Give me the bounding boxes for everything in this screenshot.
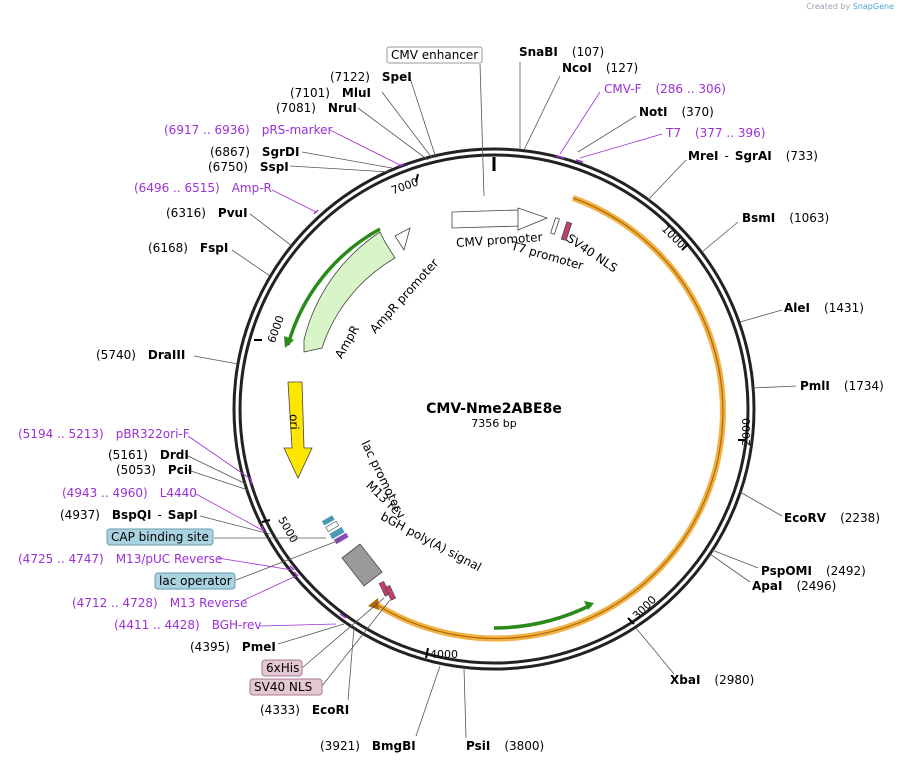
feature-box-cap-binding-site[interactable]: CAP binding site — [106, 528, 214, 546]
tick-label-5000: 5000 — [275, 514, 300, 545]
plasmid-name: CMV-Nme2ABE8e — [426, 401, 562, 417]
scale-ticks — [254, 173, 746, 659]
cmv-promoter-body — [451, 209, 521, 229]
svg-text:lac operator: lac operator — [159, 574, 232, 588]
ampr-feature-arc — [286, 227, 381, 346]
site-xbai[interactable]: XbaI(2980) — [670, 673, 754, 687]
primer-amp-r[interactable]: (6496 .. 6515)Amp-R — [134, 181, 272, 195]
backbone-inner-ring — [238, 153, 750, 665]
cap-binding-marker — [321, 515, 335, 526]
feature-box-sv40-nls[interactable]: SV40 NLS — [249, 678, 323, 696]
primer-pbr322ori-f[interactable]: (5194 .. 5213)pBR322ori-F — [18, 427, 190, 441]
site-bmgbi[interactable]: (3921)BmgBI — [320, 739, 416, 753]
site-pvui[interactable]: (6316)PvuI — [166, 206, 248, 220]
label-bgh-polya: bGH poly(A) signal — [378, 509, 483, 574]
feature-box-6xhis[interactable]: 6xHis — [261, 659, 303, 677]
t7-promoter-marker — [550, 217, 560, 235]
ampr-promoter-arrow — [394, 227, 411, 251]
label-cmv-promoter: CMV promoter — [456, 230, 543, 250]
site-bspqi-sapi[interactable]: (4937)BspQI-SapI — [60, 508, 198, 522]
site-apai[interactable]: ApaI(2496) — [752, 579, 836, 593]
ampr-inner-body — [303, 231, 396, 353]
m13-rev-marker — [329, 526, 345, 540]
sv40-nls-marker — [560, 221, 573, 241]
tick-label-2000: 2000 — [740, 418, 753, 446]
feature-box-cmv-enhancer[interactable]: CMV enhancer — [386, 46, 483, 64]
bgh-polya-body — [341, 543, 383, 587]
site-nrui[interactable]: (7081)NruI — [276, 101, 357, 115]
cmv-promoter-arrowhead — [517, 207, 549, 231]
tick-label-7000: 7000 — [389, 175, 420, 197]
green-subfeature-arc — [493, 603, 592, 630]
site-pmli[interactable]: PmlI(1734) — [800, 379, 884, 393]
svg-text:CAP binding site: CAP binding site — [111, 530, 209, 544]
primer-bgh-rev[interactable]: (4411 .. 4428)BGH-rev — [114, 618, 262, 632]
svg-text:6xHis: 6xHis — [266, 661, 299, 675]
site-drdi[interactable]: (5161)DrdI — [108, 448, 189, 462]
site-pcii[interactable]: (5053)PciI — [116, 463, 192, 477]
site-psii[interactable]: PsiI(3800) — [466, 739, 544, 753]
lac-promoter-marker — [325, 520, 340, 533]
tick-label-4000: 4000 — [430, 648, 458, 661]
svg-text:CMV enhancer: CMV enhancer — [391, 48, 478, 62]
tick-label-3000: 3000 — [630, 593, 659, 622]
site-alei[interactable]: AleI(1431) — [784, 301, 864, 315]
site-bsmi[interactable]: BsmI(1063) — [742, 211, 829, 225]
site-fspi[interactable]: (6168)FspI — [148, 241, 228, 255]
site-ncoi[interactable]: NcoI(127) — [562, 61, 638, 75]
site-pspomi[interactable]: PspOMI(2492) — [761, 564, 866, 578]
site-pmei[interactable]: (4395)PmeI — [190, 640, 276, 654]
primer-m13-reverse[interactable]: (4712 .. 4728)M13 Reverse — [72, 596, 247, 610]
primer-l4440[interactable]: (4943 .. 4960)L4440 — [62, 486, 197, 500]
ampr-arrowhead — [284, 336, 294, 348]
site-ecori[interactable]: (4333)EcoRI — [260, 703, 349, 717]
tick-label-1000: 1000 — [659, 222, 688, 251]
sv40-nls2-marker — [384, 584, 397, 601]
ori-feature-body — [283, 381, 313, 479]
site-sspi[interactable]: (6750)SspI — [208, 160, 289, 174]
green-subfeature-arrowhead — [584, 601, 594, 610]
snapgene-brand: Created by SnapGene — [806, 2, 894, 11]
site-draiii[interactable]: (5740)DraIII — [96, 348, 185, 362]
site-noti[interactable]: NotI(370) — [639, 105, 714, 119]
primer-cmv-f[interactable]: CMV-F(286 .. 306) — [604, 82, 726, 96]
tick-label-6000: 6000 — [265, 314, 287, 345]
feature-box-lac-operator[interactable]: lac operator — [154, 572, 236, 590]
site-ecorv[interactable]: EcoRV(2238) — [784, 511, 880, 525]
nme2abe8e-arrowhead — [368, 598, 379, 610]
primer-prs-marker[interactable]: (6917 .. 6936)pRS-marker — [164, 123, 332, 137]
primer-t7[interactable]: T7(377 .. 396) — [665, 126, 765, 140]
site-spei[interactable]: (7122)SpeI — [330, 70, 412, 84]
site-srei-sgrai[interactable]: MreI-SgrAI(733) — [688, 149, 818, 163]
nme2abe8e-feature-core — [373, 197, 724, 640]
plasmid-length: 7356 bp — [471, 417, 516, 430]
site-mlui[interactable]: (7101)MluI — [290, 86, 371, 100]
label-ori: ori — [287, 414, 302, 430]
label-ampr: AmpR — [332, 323, 362, 361]
site-snabi[interactable]: SnaBI(107) — [519, 45, 604, 59]
primer-m13-puc-reverse[interactable]: (4725 .. 4747)M13/pUC Reverse — [18, 552, 222, 566]
svg-text:SV40 NLS: SV40 NLS — [254, 680, 312, 694]
backbone-outer-ring — [232, 147, 756, 671]
site-sgrdi[interactable]: (6867)SgrDI — [210, 145, 299, 159]
